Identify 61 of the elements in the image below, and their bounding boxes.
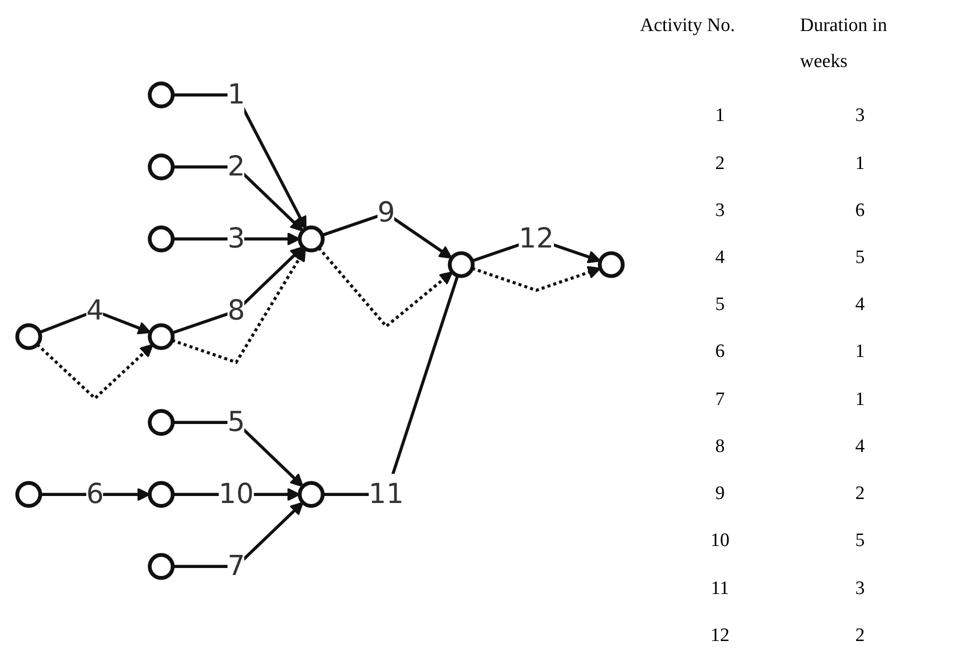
table-cell-text: 3 [714,200,726,223]
node-circle [148,481,175,508]
table-cell-text: 4 [714,247,726,270]
edge-label: 12 [518,223,554,256]
table-cell-text: 7 [714,388,726,412]
arrow [472,266,601,292]
node-circle [448,252,475,278]
table-cell-text: 11 [710,578,730,601]
edge-label: 11 [368,478,404,511]
node-circle [298,226,325,253]
table-cell-text: 2 [854,483,866,506]
edge-label: 5 [227,406,245,439]
node-circle [148,409,175,436]
edge-label: 10 [218,478,254,511]
node-circle [15,481,42,508]
table-cell-text: 5 [854,530,866,554]
table-cell-text: 1 [854,341,866,364]
arrow [172,246,304,335]
arrow [172,248,306,364]
edge-label: 1 [227,79,245,112]
node-circle [148,82,175,109]
column-header: Activity No. [640,14,736,38]
edge-label: 4 [86,295,104,328]
table-cell-text: 5 [714,294,726,318]
table-cell-text: 3 [854,105,866,128]
edge-label: 7 [227,550,245,583]
activity-network: 1 2 3 4 8 9 12 11 5 10 7 6 [5,62,635,600]
table-cell-text: 5 [854,247,866,270]
table-cell-text: 4 [854,436,866,459]
node-circle [298,481,325,508]
table-cell-text: 2 [714,152,726,176]
table-cell-text: 1 [854,152,866,176]
table-cell-text: 3 [854,578,866,601]
node-circle [598,252,625,278]
node-circle [148,553,175,580]
table-cell-text: 6 [714,341,726,364]
node-circle [148,324,175,350]
column-header: Duration in weeks [800,14,888,74]
table-cell-text: 1 [854,388,866,412]
edge-label: 8 [227,295,245,328]
table-cell-text: 2 [854,624,866,648]
node-circle [148,226,175,253]
arrow [172,166,304,232]
node-circle [148,154,175,181]
table-cell-text: 8 [714,436,726,459]
edge-label: 2 [227,151,245,184]
arrow [318,246,453,329]
table-cell-text: 12 [710,624,730,648]
table-cell-text: 10 [710,530,730,554]
table-cell-text: 1 [714,105,726,128]
node-circle [15,324,42,350]
edge-label: 3 [227,223,245,256]
arrow [36,344,154,401]
edge-label: 6 [86,478,104,511]
table-cell-text: 6 [854,200,866,223]
arrow [172,502,304,568]
table-cell-text: 9 [714,483,726,506]
arrow [172,94,307,230]
table-cell-text: 4 [854,294,866,318]
edge-label: 9 [377,198,396,230]
arrow [172,421,304,488]
